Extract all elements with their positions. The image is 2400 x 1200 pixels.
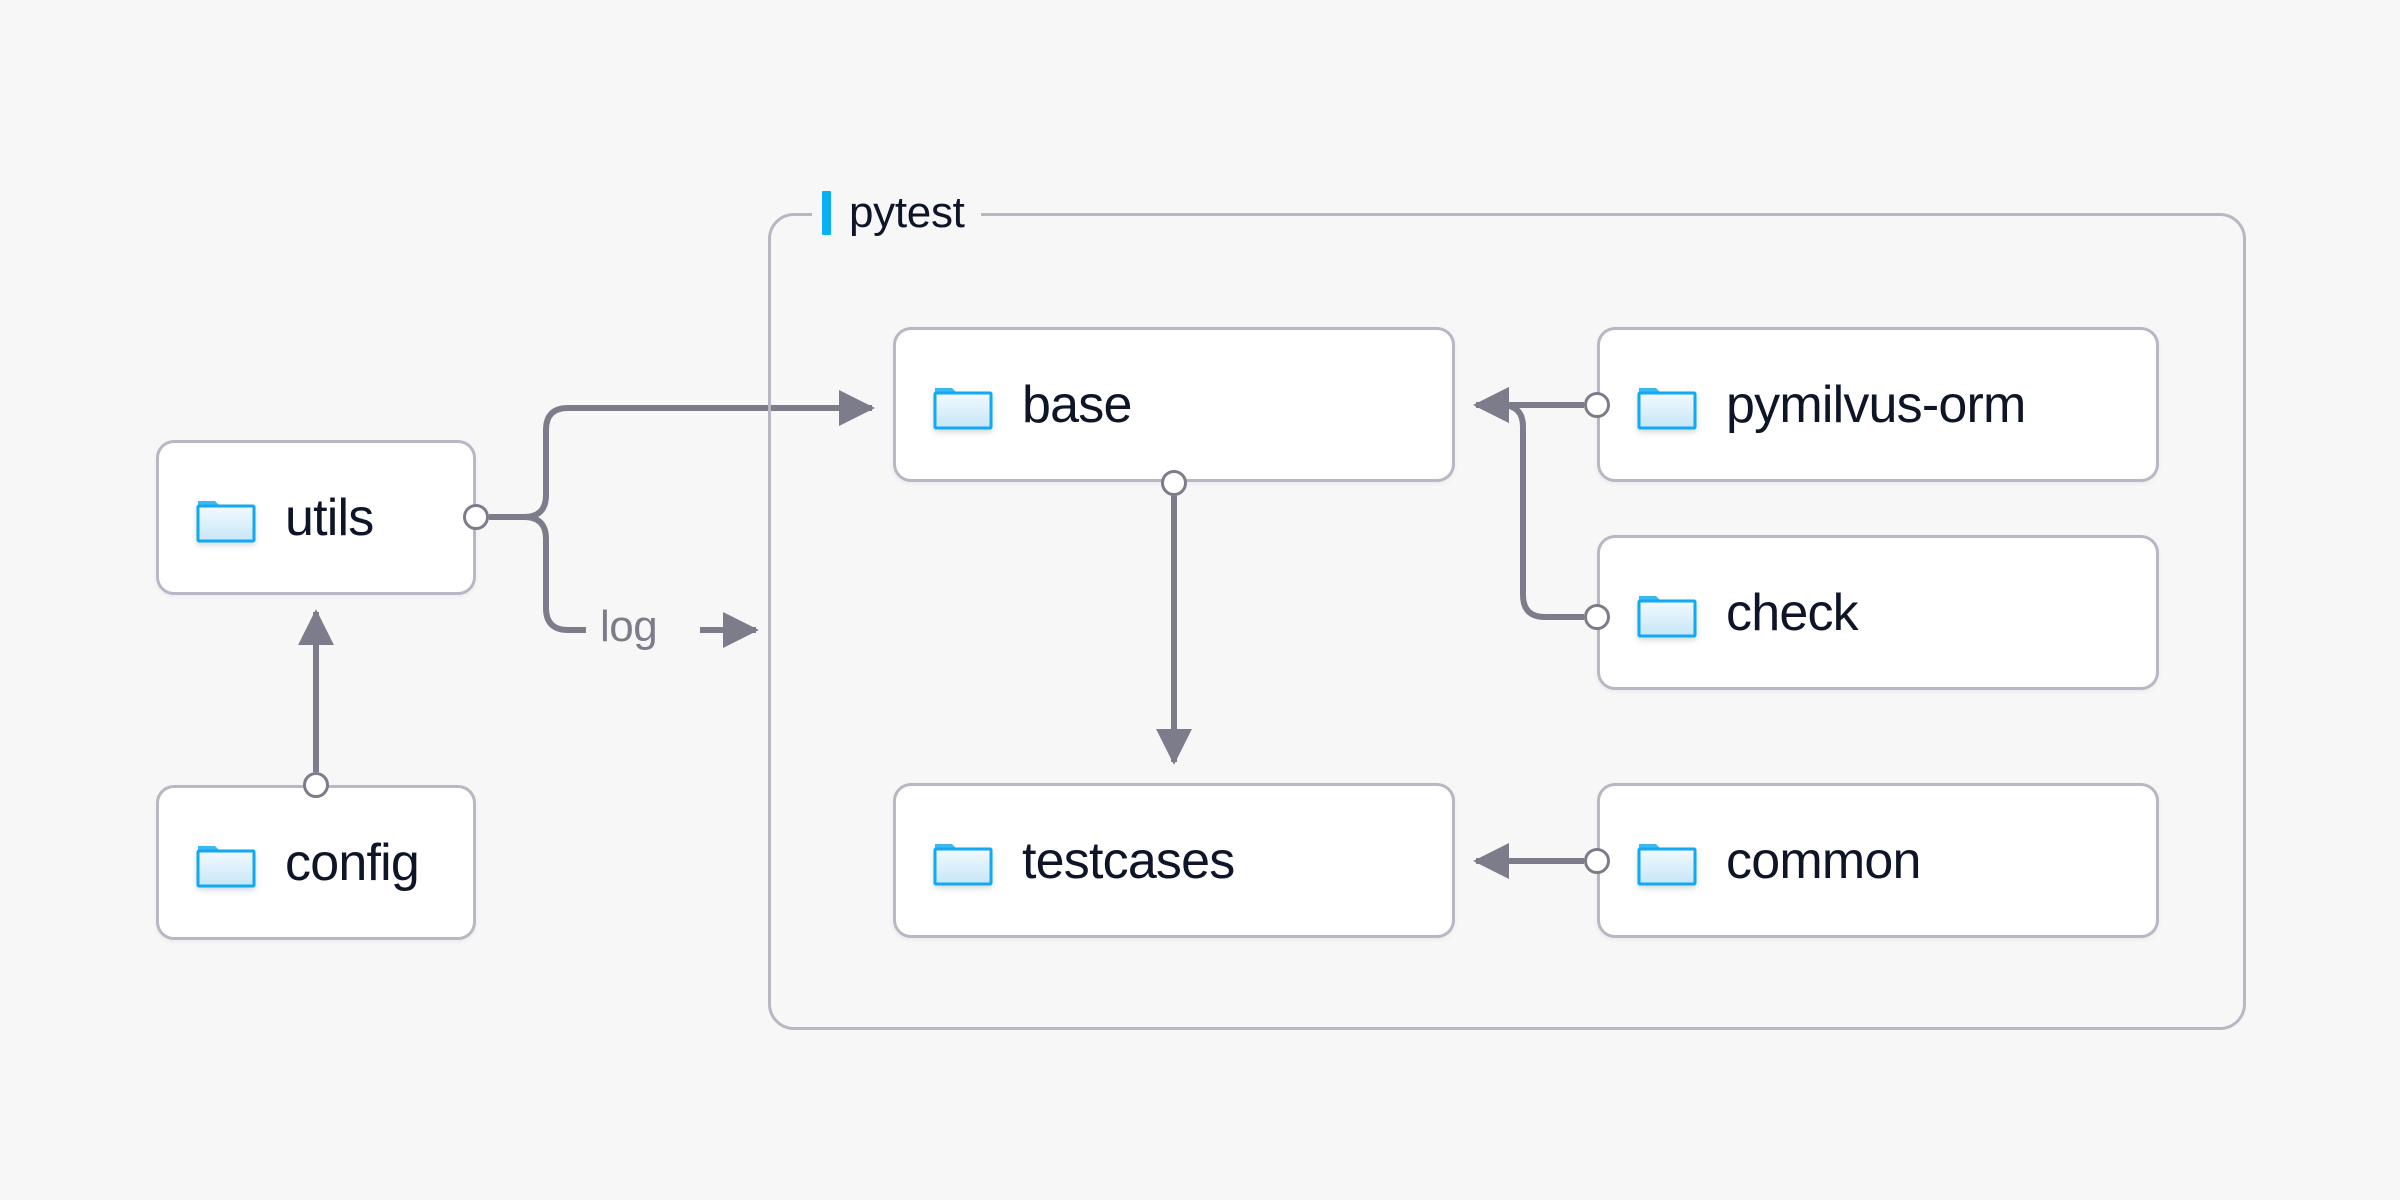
folder-icon — [1636, 587, 1698, 639]
node-label-check: check — [1726, 583, 1859, 642]
node-label-testcases: testcases — [1022, 831, 1235, 890]
pytest-group-label-text: pytest — [849, 188, 965, 237]
node-common[interactable]: common — [1597, 783, 2159, 938]
port-utils-right[interactable] — [463, 504, 489, 530]
node-pymilvus-orm[interactable]: pymilvus-orm — [1597, 327, 2159, 482]
folder-icon — [932, 379, 994, 431]
edge-utils-to-log — [523, 514, 586, 633]
node-config[interactable]: config — [156, 785, 476, 940]
edge-label-log: log — [600, 602, 658, 651]
pytest-group-container[interactable] — [768, 213, 2246, 1030]
node-label-utils: utils — [285, 488, 374, 547]
node-label-config: config — [285, 833, 420, 892]
node-testcases[interactable]: testcases — [893, 783, 1455, 938]
node-label-common: common — [1726, 831, 1921, 890]
node-check[interactable]: check — [1597, 535, 2159, 690]
node-base[interactable]: base — [893, 327, 1455, 482]
folder-icon — [1636, 835, 1698, 887]
port-common-left[interactable] — [1584, 848, 1610, 874]
folder-icon — [1636, 379, 1698, 431]
node-label-base: base — [1022, 375, 1132, 434]
node-label-pymilvus-orm: pymilvus-orm — [1726, 375, 2026, 434]
vertical-bar-icon — [822, 191, 831, 235]
folder-icon — [195, 837, 257, 889]
pytest-group-label[interactable]: pytest — [812, 185, 981, 241]
folder-icon — [195, 492, 257, 544]
node-utils[interactable]: utils — [156, 440, 476, 595]
port-pymilvus-orm-left[interactable] — [1584, 392, 1610, 418]
port-check-left[interactable] — [1584, 604, 1610, 630]
folder-icon — [932, 835, 994, 887]
port-base-bottom[interactable] — [1161, 470, 1187, 496]
port-config-top[interactable] — [303, 772, 329, 798]
